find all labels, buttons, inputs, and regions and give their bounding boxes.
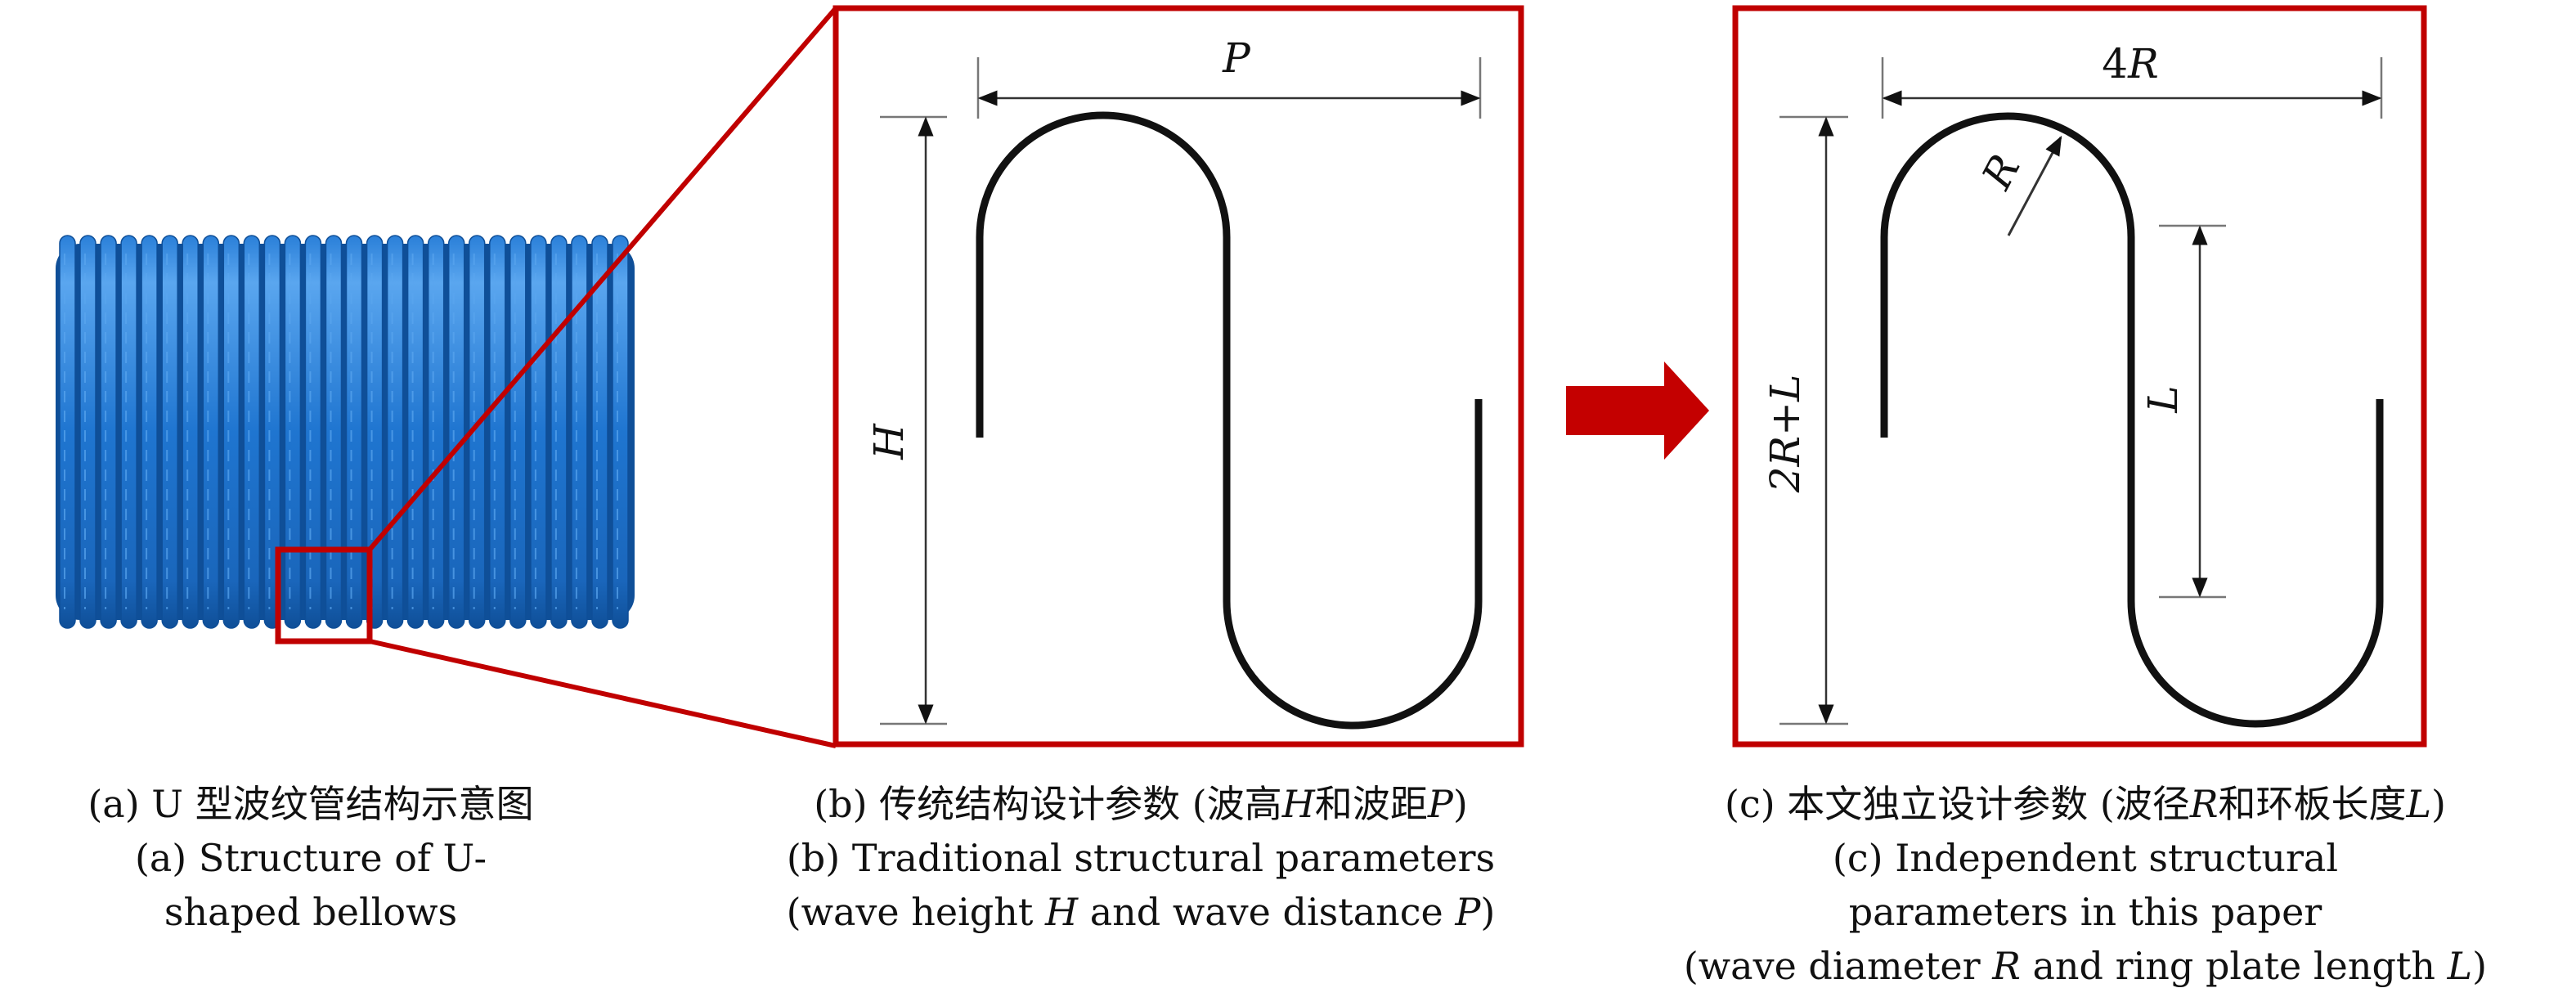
bellows-ring <box>182 235 199 629</box>
bellows-ring <box>366 235 384 629</box>
bellows-ring <box>489 235 506 629</box>
caption-a-english-line1: (a) Structure of U- <box>134 836 487 880</box>
caption-a-chinese: (a) U 型波纹管结构示意图 <box>88 782 534 826</box>
bellows-ring <box>509 235 527 629</box>
bellows-ring <box>100 235 117 629</box>
zoom-connector <box>367 7 838 748</box>
panel-b-traditional: P H <box>832 5 1524 748</box>
caption-c-english-line1: (c) Independent structural <box>1832 836 2339 880</box>
bellows-ring <box>612 235 629 629</box>
radius-indicator-line <box>2007 135 2062 236</box>
width-label: 4R <box>2102 40 2158 88</box>
total-label: 2R+L <box>1761 375 1809 494</box>
bellows-ring <box>386 235 404 629</box>
bellows-ring <box>161 235 178 629</box>
transition-arrow <box>1566 362 1709 460</box>
panel-b-frame <box>832 5 1524 748</box>
bellows-ring <box>530 235 547 629</box>
bellows-ring <box>263 235 281 629</box>
bellows-ring <box>243 235 261 629</box>
caption-c-english-line2: parameters in this paper <box>1848 890 2322 934</box>
caption-b: (b) 传统结构设计参数 (波高H和波距P) (b) Traditional s… <box>687 777 1595 939</box>
bellows-ring <box>79 235 96 629</box>
bellows-ring <box>427 235 445 629</box>
bellows-ring <box>284 235 302 629</box>
height-label: H <box>865 423 913 460</box>
zoom-source-box <box>275 546 373 644</box>
caption-a-english-line2: shaped bellows <box>164 890 458 934</box>
bellows-ring <box>571 235 588 629</box>
bellows-ring <box>304 235 322 629</box>
bellows-ring <box>406 235 424 629</box>
bellows-ring <box>202 235 220 629</box>
caption-c-english-line3: (wave diameter R and ring plate length L… <box>1683 944 2488 988</box>
caption-b-english-line1: (b) Traditional structural parameters <box>786 836 1496 880</box>
pitch-label: P <box>1222 34 1251 82</box>
bellows-ring <box>550 235 568 629</box>
bellows-ring <box>120 235 137 629</box>
caption-b-english-line2: (wave height H and wave distance P) <box>786 890 1496 934</box>
bellows-ring <box>591 235 608 629</box>
bellows-rings <box>59 235 629 629</box>
wave-profile-curve <box>976 111 1483 730</box>
caption-c: (c) 本文独立设计参数 (波径R和环板长度L) (c) Independent… <box>1595 777 2576 993</box>
wave-profile-curve-c <box>1880 112 2384 728</box>
bellows-ring <box>141 235 158 629</box>
length-label: L <box>2139 385 2187 413</box>
bellows-ring <box>345 235 363 629</box>
panel-c-frame <box>1732 5 2427 748</box>
bellows-ring <box>222 235 240 629</box>
bellows-ring <box>325 235 343 629</box>
bellows-ring <box>447 235 465 629</box>
bellows-illustration <box>56 235 635 644</box>
panel-c-independent: 4R 2R+L L R <box>1732 5 2427 748</box>
caption-c-chinese: (c) 本文独立设计参数 (波径R和环板长度L) <box>1725 782 2446 826</box>
caption-a: (a) U 型波纹管结构示意图 (a) Structure of U- shap… <box>0 777 622 939</box>
bellows-ring <box>59 235 76 629</box>
caption-b-chinese: (b) 传统结构设计参数 (波高H和波距P) <box>814 782 1468 826</box>
